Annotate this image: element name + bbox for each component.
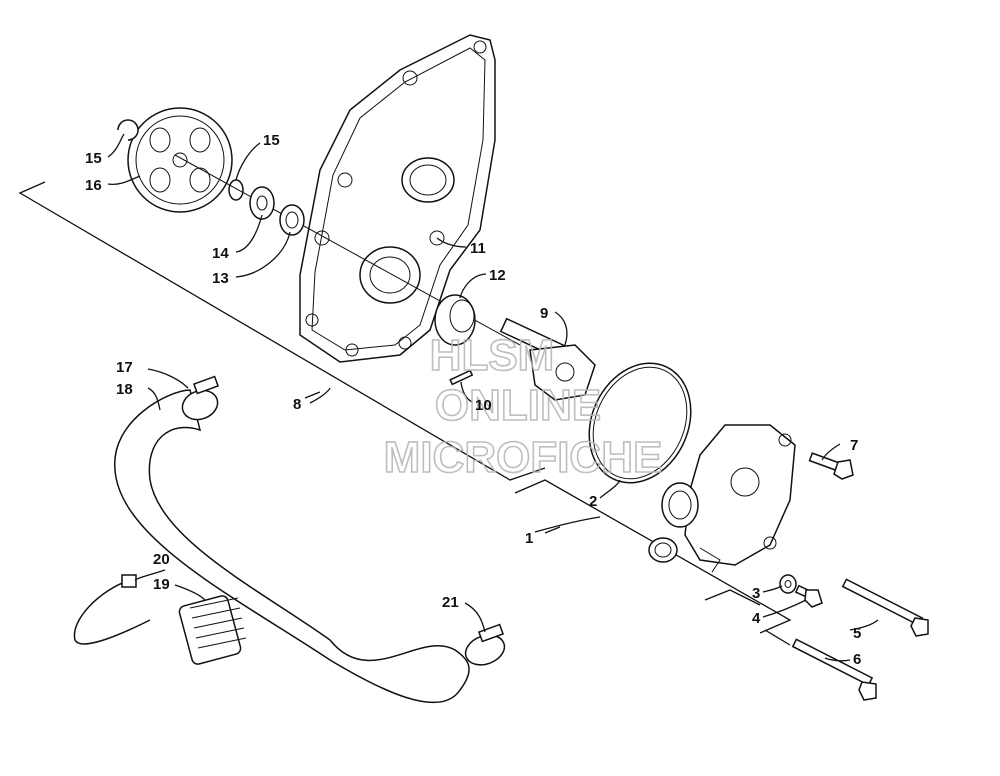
callout-labels: 15 16 15 14 13 11 12 9 10 2 1 7 3 4 5 6 … <box>85 132 861 668</box>
callout-11: 11 <box>470 240 486 257</box>
coolant-hose <box>114 389 470 704</box>
callout-2: 2 <box>589 493 597 510</box>
pump-housing <box>648 424 796 573</box>
o-ring <box>588 362 692 484</box>
group-bracket-8 <box>18 181 546 481</box>
bolt-6 <box>791 638 877 701</box>
callout-8: 8 <box>293 396 301 413</box>
callout-15-left: 15 <box>85 150 102 167</box>
watermark-line-3: MICROFICHE <box>384 433 663 482</box>
callout-20: 20 <box>153 551 170 568</box>
callout-9: 9 <box>540 305 548 322</box>
callout-12: 12 <box>489 267 506 284</box>
callout-16: 16 <box>85 177 102 194</box>
oil-seal <box>279 204 305 236</box>
dowel-pin <box>449 369 474 386</box>
callout-14: 14 <box>212 245 229 262</box>
washer <box>249 186 275 220</box>
watermark-line-1: HLSM <box>430 331 555 380</box>
callout-1: 1 <box>525 530 533 547</box>
watermark-line-2: ONLINE <box>435 381 601 430</box>
callout-5: 5 <box>853 625 861 642</box>
water-pump-cover <box>299 34 496 363</box>
callout-18: 18 <box>116 381 133 398</box>
drive-gear <box>127 107 233 213</box>
spring-sleeve <box>178 595 247 665</box>
mechanical-seal <box>434 294 476 346</box>
callout-21: 21 <box>442 594 459 611</box>
bolt-4 <box>794 584 823 608</box>
callout-10: 10 <box>475 397 492 414</box>
callout-4: 4 <box>752 610 761 627</box>
callout-3: 3 <box>752 585 760 602</box>
bolt-7 <box>808 452 854 480</box>
hose-clamp-17 <box>181 375 220 421</box>
washer-3 <box>779 574 797 594</box>
callout-13: 13 <box>212 270 229 287</box>
cable-tie <box>73 574 151 645</box>
callout-6: 6 <box>853 651 861 668</box>
leader-lines <box>107 133 879 662</box>
callout-17: 17 <box>116 359 133 376</box>
callout-7: 7 <box>850 437 858 454</box>
callout-15-right: 15 <box>263 132 280 149</box>
impeller <box>499 317 596 401</box>
hose-clamp-21 <box>464 623 506 666</box>
bolt-5 <box>841 578 929 637</box>
callout-19: 19 <box>153 576 170 593</box>
circlip-right <box>228 179 244 201</box>
watermark: HLSM ONLINE MICROFICHE <box>383 330 663 483</box>
circlip-left <box>117 119 139 141</box>
